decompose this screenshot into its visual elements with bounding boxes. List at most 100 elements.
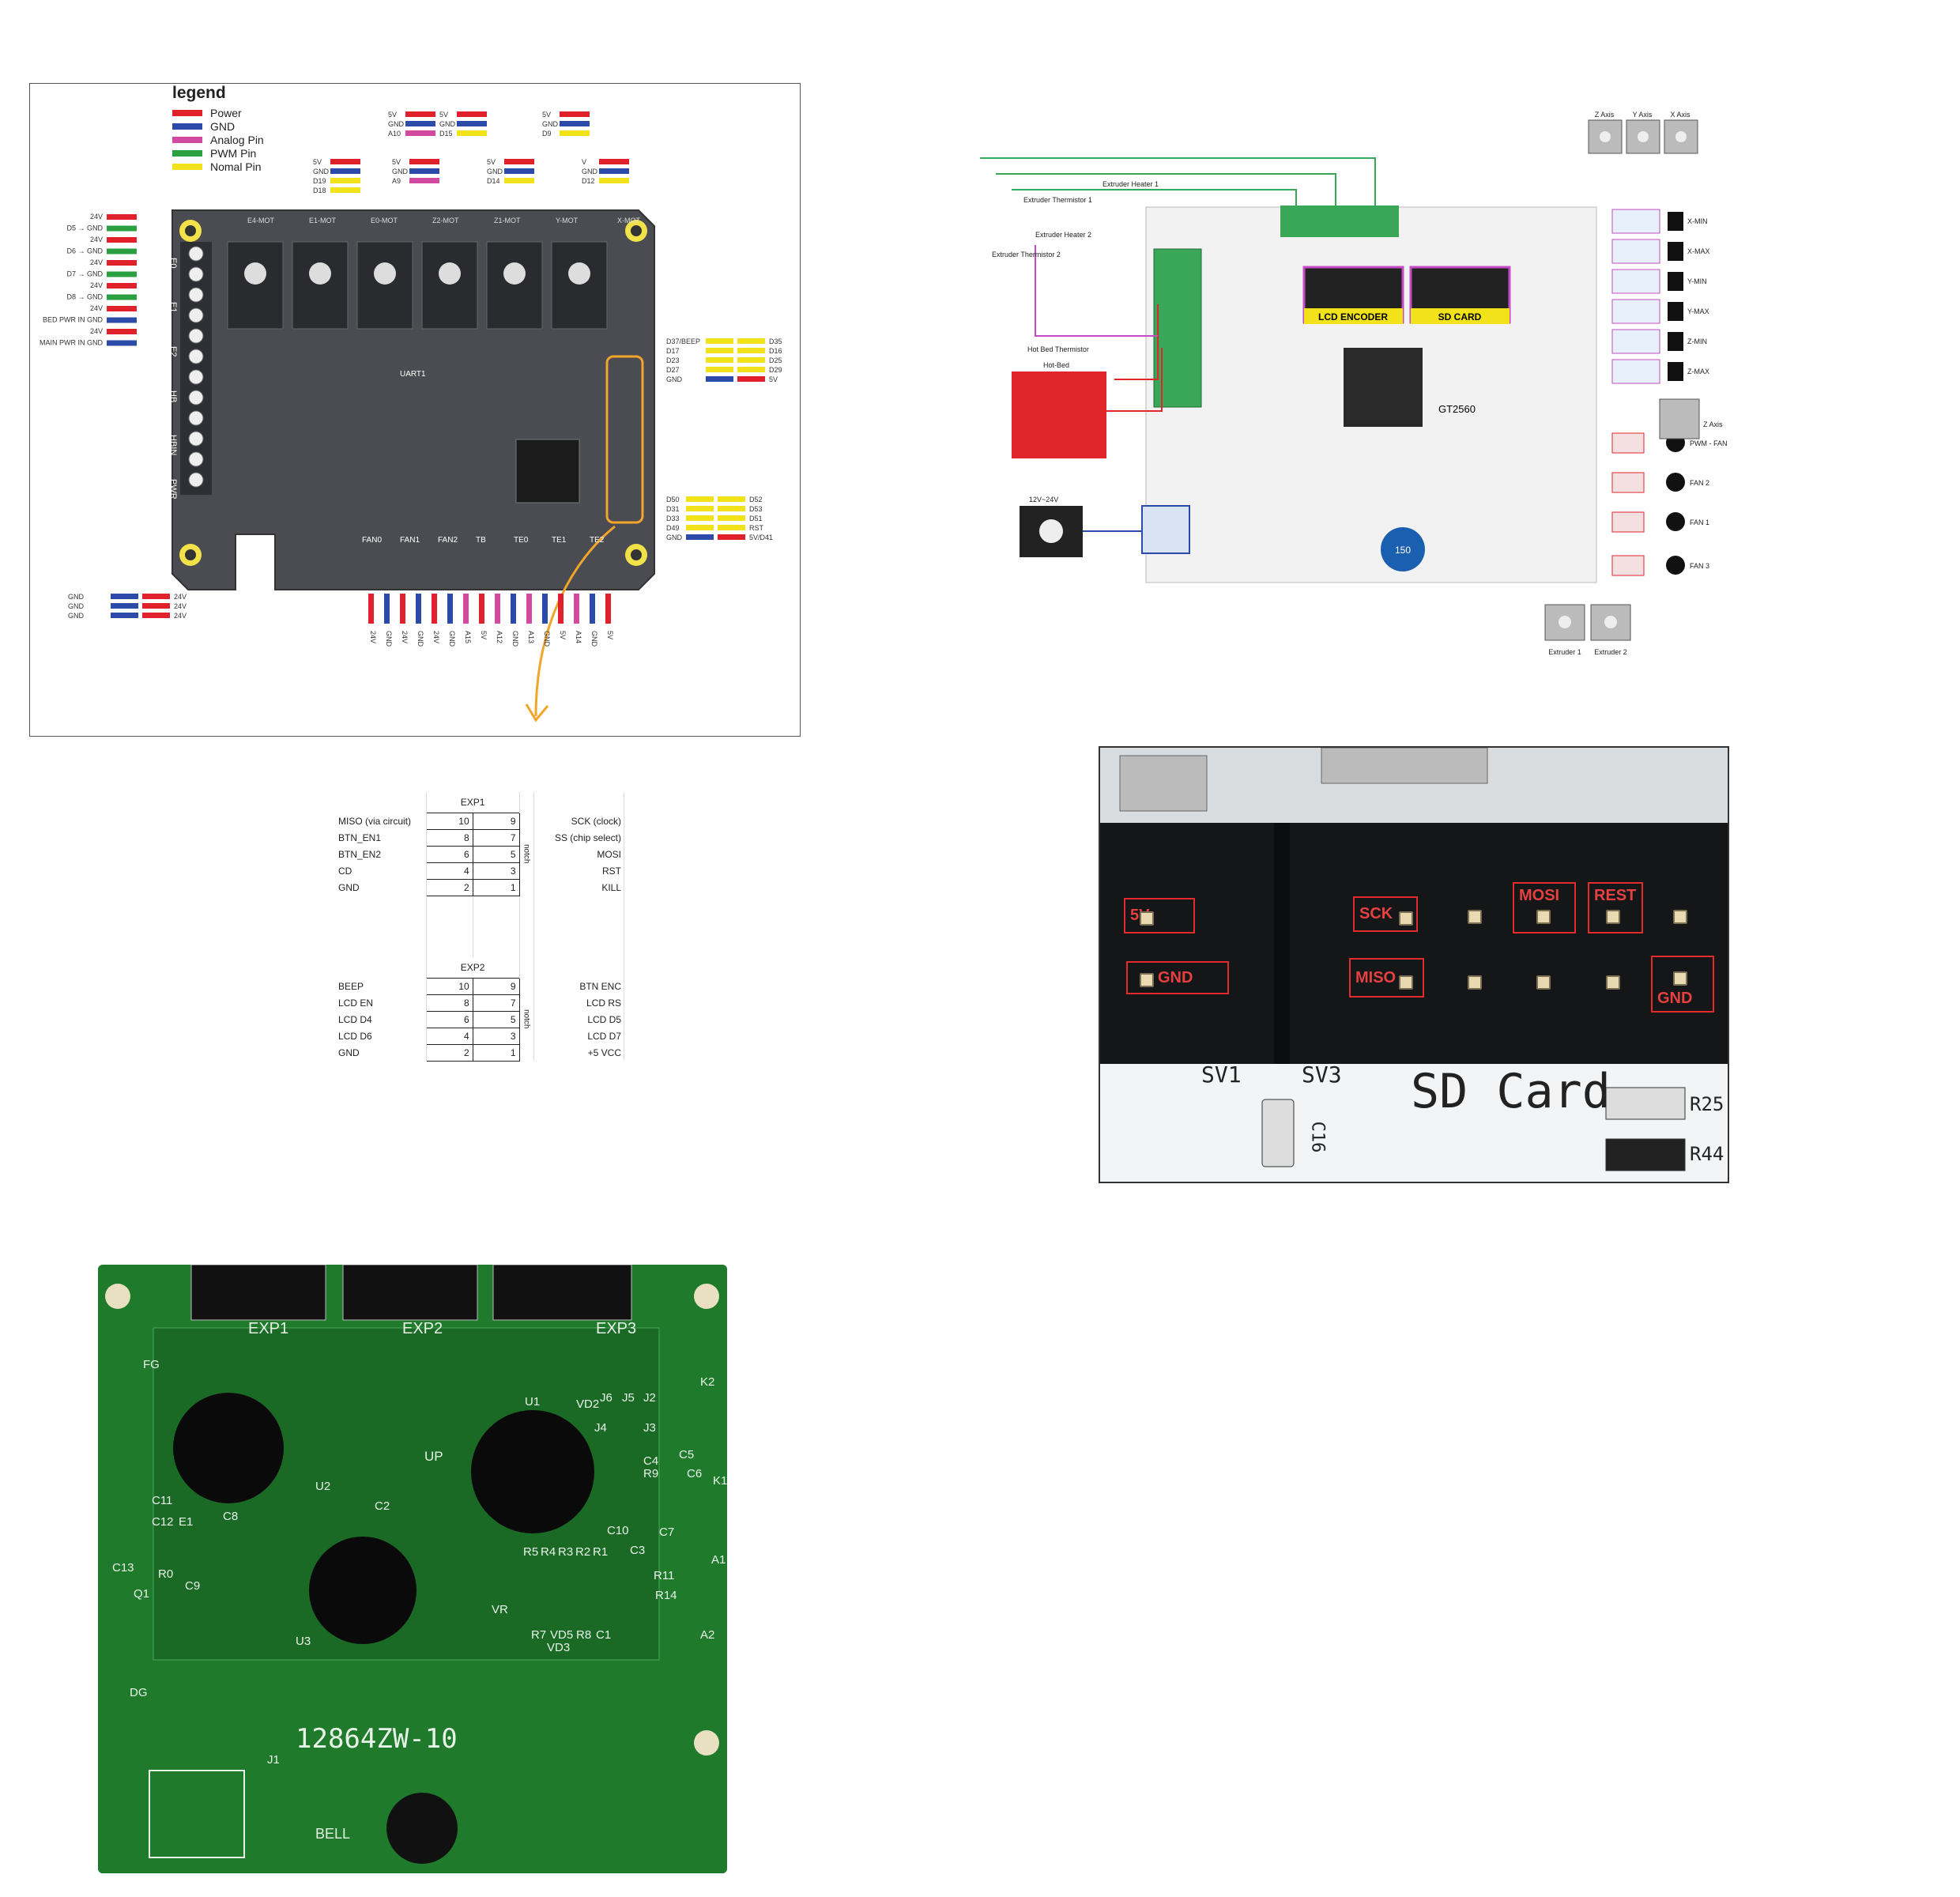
stepper-driver: [356, 241, 413, 330]
exp3-label: EXP3: [596, 1320, 637, 1337]
motor-label: Z1-MOT: [494, 217, 521, 224]
heater-wire: [1035, 245, 1158, 337]
exp1-label: EXP1: [248, 1320, 289, 1337]
top-pin-swatch: [560, 130, 590, 136]
terminal-screw: [188, 472, 204, 488]
legend-swatch: [172, 123, 202, 130]
c11-label: C11: [152, 1494, 173, 1507]
c2-label: C2: [375, 1499, 390, 1513]
sd-card-label-bg: [1411, 308, 1510, 324]
right-pin-swatch: [706, 338, 733, 344]
lcd-board-panel: EXP1 EXP2 EXP3 12864ZW-10 BELL UP FG U1 …: [98, 1265, 727, 1873]
extruder-label: Extruder 2: [1594, 648, 1627, 656]
terminal-screw: [188, 349, 204, 364]
pin-number: 1: [472, 878, 520, 896]
terminal-screws: [188, 246, 204, 488]
bottom-pin-label: A12: [496, 631, 503, 643]
driver-pot: [568, 262, 590, 285]
right-pin-swatch: [737, 367, 765, 372]
right-pin-label: 5V/D41: [749, 534, 773, 541]
c1-label: C1: [596, 1628, 612, 1642]
endstop-switch: [1668, 332, 1683, 351]
bottom-pin-swatch: [574, 594, 579, 624]
bottom-pin-label: 24V: [369, 631, 377, 643]
legend-label: PWM Pin: [210, 146, 257, 160]
hot-bed: [1012, 371, 1106, 458]
endstop-label: X-MIN: [1687, 217, 1708, 225]
top-pin-label: 5V: [487, 158, 496, 166]
bottom-connector-label: FAN2: [438, 536, 458, 545]
right-pin-swatch: [706, 357, 733, 363]
left-pin-label: D7 → GND: [66, 270, 103, 278]
top-pin-swatch: [330, 168, 360, 174]
legend-swatch: [172, 149, 202, 157]
bottom-left-swatch: [111, 594, 138, 599]
hot-bed-thermistor-label: Hot Bed Thermistor: [1027, 345, 1089, 353]
terminal-label: E1: [168, 302, 178, 312]
r9-label: R9: [643, 1467, 659, 1480]
endstop-label: Y-MIN: [1687, 277, 1707, 285]
mounting-hole-center: [631, 549, 642, 560]
top-pin-swatch: [599, 159, 629, 164]
endstop-label: Z-MAX: [1687, 368, 1709, 375]
bottom-left-swatch: [142, 603, 170, 609]
left-pin-swatch: [107, 214, 137, 220]
c7-label: C7: [659, 1526, 675, 1539]
motor-label: E1-MOT: [309, 217, 337, 224]
driver-pot: [244, 262, 266, 285]
legend-label: Nomal Pin: [210, 160, 262, 173]
left-pin-swatch: [107, 271, 137, 277]
mounting-hole-center: [185, 225, 196, 236]
mounting-hole-center: [631, 225, 642, 236]
exp3-connector: [492, 1265, 632, 1321]
bottom-pin-label: A14: [575, 631, 582, 643]
header-pad: [1673, 971, 1687, 986]
right-pin-label: D33: [666, 515, 680, 522]
driver-pot: [503, 262, 526, 285]
bottom-pin-label: 5V: [480, 631, 488, 639]
bottom-pin-swatch: [368, 594, 374, 624]
vd3-label: VD3: [547, 1641, 571, 1654]
top-pin-label: A9: [392, 177, 401, 185]
pin-number: 8: [425, 828, 473, 847]
pin-label-right: LCD RS: [533, 994, 625, 1011]
silk-c16: C16: [1307, 1121, 1328, 1153]
c3-label: C3: [630, 1544, 646, 1557]
legend-title: legend: [172, 84, 226, 102]
right-pin-swatch: [718, 534, 745, 540]
power-input: [1141, 505, 1190, 554]
pin-label-left: GND: [336, 879, 427, 896]
c10-label: C10: [607, 1524, 629, 1537]
endstop-label: Y-MAX: [1687, 307, 1709, 315]
bottom-pin-swatch: [558, 594, 564, 624]
pin-label-left: BTN_EN2: [336, 846, 427, 862]
right-pin-label: 5V: [769, 375, 778, 383]
fan-icon: [1666, 556, 1685, 575]
pin-number: 10: [425, 812, 473, 830]
left-pin-label: D5 → GND: [66, 224, 103, 232]
j6-label: J6: [600, 1391, 612, 1405]
fan-label: PWM - FAN: [1690, 439, 1728, 447]
uart-label: UART1: [400, 370, 426, 379]
motor-label: X-MOT: [617, 217, 640, 224]
left-pin-swatch: [107, 340, 137, 346]
bottom-pin-swatch: [479, 594, 484, 624]
bottom-left-label: 24V: [174, 612, 187, 620]
right-pin-label: D31: [666, 505, 680, 513]
board-title: GT2560: [1438, 403, 1476, 415]
a1-label: A1: [711, 1553, 726, 1567]
table-header-row: EXP1: [336, 792, 625, 813]
gt2560-svg: LCD ENCODER SD CARD GT2560 X-MINX-MAXY-M…: [980, 111, 1728, 656]
header-pad: [1606, 910, 1620, 924]
motor-shaft: [1600, 131, 1611, 142]
terminal-label: HB: [168, 390, 178, 402]
bottom-pin-label: 5V: [559, 631, 567, 639]
bottom-pin-label: GND: [385, 631, 393, 647]
top-pin-label: 5V: [388, 111, 397, 119]
exp2-title: EXP2: [426, 957, 520, 978]
